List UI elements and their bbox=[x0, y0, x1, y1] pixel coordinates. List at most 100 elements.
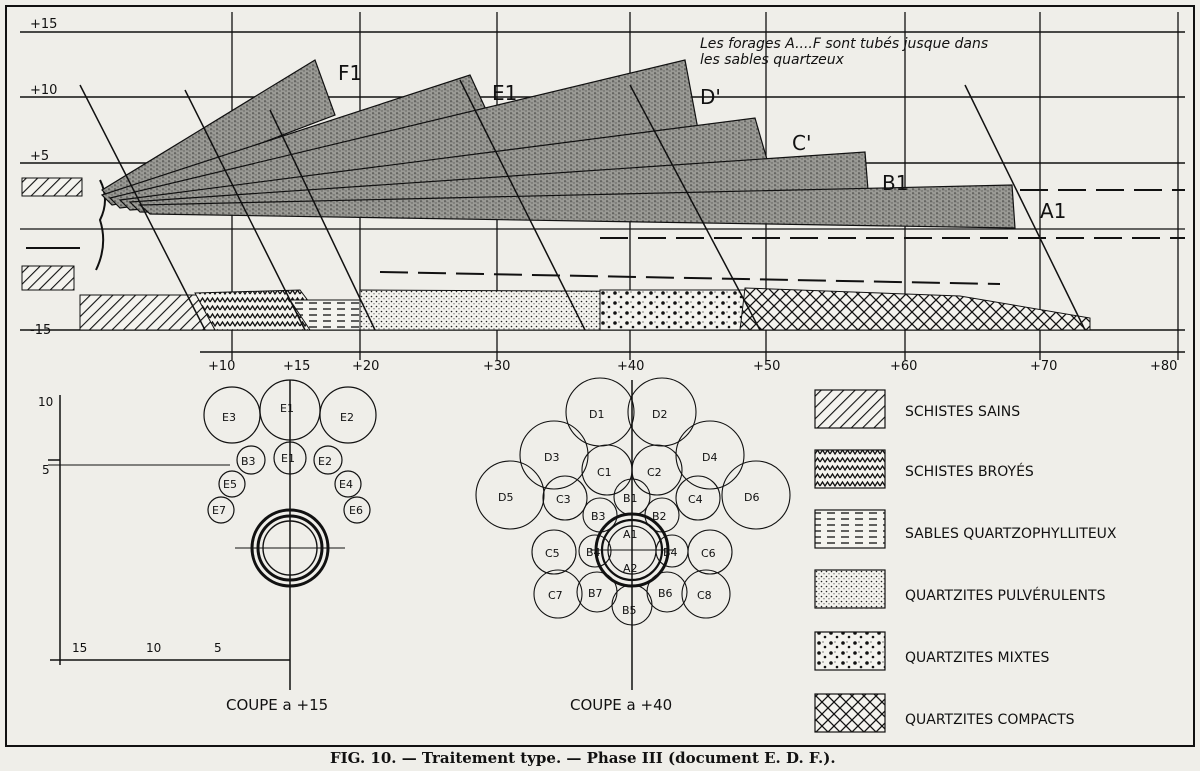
boring-lines bbox=[79, 79, 1086, 331]
figure-frame bbox=[5, 5, 1195, 747]
hole-c6 bbox=[687, 529, 733, 575]
x-tick-plus70: +70 bbox=[1030, 359, 1057, 374]
hole-label-c8: C8 bbox=[697, 589, 712, 602]
hole-d4 bbox=[675, 420, 745, 490]
section15-scale-15: 15 bbox=[72, 641, 87, 655]
section15-scale-10: 10 bbox=[38, 395, 53, 409]
y-tick-plus15: +15 bbox=[30, 17, 57, 32]
hole-label-e1: E1 bbox=[281, 452, 295, 465]
hole-label-e4: E4 bbox=[339, 478, 353, 491]
note-line-1: Les forages A....F sont tubés jusque dan… bbox=[700, 36, 988, 52]
legend-label-schistes-broyes: SCHISTES BROYÉS bbox=[905, 463, 1034, 480]
legend-swatch-schistes-broyes bbox=[814, 449, 886, 489]
hole-label-e2-top: E2 bbox=[340, 411, 354, 424]
stratum-quartzites-compacts bbox=[739, 287, 1091, 331]
injection-fan bbox=[100, 59, 1016, 229]
x-tick-plus80: +80 bbox=[1150, 359, 1177, 374]
hole-label-d3: D3 bbox=[544, 451, 559, 464]
y-tick-plus10: +10 bbox=[30, 83, 57, 98]
hole-d3 bbox=[519, 420, 589, 490]
hole-label-b3: B3 bbox=[241, 455, 256, 468]
section15-scale-5: 5 bbox=[42, 463, 50, 477]
hole-label-c2: C2 bbox=[647, 466, 662, 479]
hole-c8 bbox=[681, 569, 731, 619]
legend-swatch-schistes-sains bbox=[814, 389, 886, 429]
hole-c7 bbox=[533, 569, 583, 619]
hole-b4-left bbox=[578, 534, 612, 568]
hole-label-b7: B7 bbox=[588, 587, 603, 600]
legend-swatch-quartzites-compacts bbox=[814, 693, 886, 733]
legend-label-sables: SABLES QUARTZOPHYLLITEUX bbox=[905, 526, 1117, 542]
hole-d5 bbox=[475, 460, 545, 530]
hole-e2 bbox=[313, 445, 343, 475]
hole-e2-top bbox=[319, 386, 377, 444]
hole-label-d1: D1 bbox=[589, 408, 604, 421]
hole-label-b1: B1 bbox=[623, 492, 638, 505]
label-b1: B1 bbox=[882, 171, 908, 195]
tunnel-plus15 bbox=[235, 508, 345, 588]
hole-label-a2: A2 bbox=[623, 562, 638, 575]
x-tick-plus60: +60 bbox=[890, 359, 917, 374]
legend: SCHISTES SAINS SCHISTES BROYÉS SABLES QU… bbox=[814, 389, 1117, 733]
hole-c5 bbox=[531, 529, 577, 575]
hole-e7 bbox=[207, 496, 235, 524]
hole-label-e3: E3 bbox=[222, 411, 236, 424]
hole-label-b3: B3 bbox=[591, 510, 606, 523]
hole-label-c3: C3 bbox=[556, 493, 571, 506]
cross-section: +15 +10 +5 -15 +10 +15 +20 +30 +40 +50 +… bbox=[20, 12, 1185, 374]
legend-label-quartzites-mixtes: QUARTZITES MIXTES bbox=[905, 650, 1050, 666]
hole-label-e6: E6 bbox=[349, 504, 363, 517]
borehole-zone-a1 bbox=[138, 184, 1016, 229]
y-tick-plus5: +5 bbox=[30, 149, 49, 164]
hole-c3 bbox=[542, 475, 588, 521]
x-tick-plus30: +30 bbox=[483, 359, 510, 374]
x-tick-plus40: +40 bbox=[617, 359, 644, 374]
hole-label-c4: C4 bbox=[688, 493, 703, 506]
hole-label-c1: C1 bbox=[597, 466, 612, 479]
hole-e6 bbox=[343, 496, 371, 524]
hole-label-d6: D6 bbox=[744, 491, 759, 504]
x-tick-plus20: +20 bbox=[352, 359, 379, 374]
hole-label-b4-right: B4 bbox=[663, 546, 678, 559]
legend-swatch-quartzites-mixtes bbox=[814, 631, 886, 671]
section-plus40: D1 D2 D3 D4 C1 C2 D5 C3 B1 C4 D6 B3 B2 A… bbox=[475, 377, 791, 714]
hole-label-d4: D4 bbox=[702, 451, 717, 464]
hole-b3 bbox=[236, 445, 266, 475]
dashed-levels bbox=[379, 189, 1185, 285]
section-plus15: 10 5 15 10 5 E3 E1 E2 B3 E1 E2 bbox=[38, 379, 377, 714]
hole-label-b2: B2 bbox=[652, 510, 667, 523]
tunnel-plus40 bbox=[590, 512, 674, 588]
hole-c4 bbox=[675, 475, 721, 521]
legend-label-schistes-sains: SCHISTES SAINS bbox=[905, 404, 1020, 420]
y-tick-minus15: -15 bbox=[30, 323, 51, 338]
x-tick-plus15: +15 bbox=[283, 359, 310, 374]
label-e1: E1 bbox=[492, 81, 517, 105]
x-tick-plus10: +10 bbox=[208, 359, 235, 374]
hole-c2 bbox=[631, 444, 683, 496]
hole-label-d2: D2 bbox=[652, 408, 667, 421]
hole-label-b6: B6 bbox=[658, 587, 673, 600]
hole-d6 bbox=[721, 460, 791, 530]
hole-label-c6: C6 bbox=[701, 547, 716, 560]
hole-label-a1: A1 bbox=[623, 528, 638, 541]
legend-swatch-sables bbox=[814, 509, 886, 549]
hole-label-e1-top: E1 bbox=[280, 402, 294, 415]
hole-label-b5: B5 bbox=[622, 604, 637, 617]
section40-title: COUPE a +40 bbox=[570, 696, 672, 714]
legend-label-quartzites-compacts: QUARTZITES COMPACTS bbox=[905, 712, 1075, 728]
legend-swatch-quartzites-pulverulents bbox=[814, 569, 886, 609]
hole-label-c5: C5 bbox=[545, 547, 560, 560]
label-a1: A1 bbox=[1040, 199, 1066, 223]
note-line-2: les sables quartzeux bbox=[700, 52, 845, 68]
hole-b6 bbox=[646, 571, 688, 613]
section15-title: COUPE a +15 bbox=[226, 696, 328, 714]
hole-label-e7: E7 bbox=[212, 504, 226, 517]
label-d-prime: D' bbox=[700, 85, 721, 109]
wall-left bbox=[21, 177, 106, 291]
hole-label-b4-left: B4 bbox=[586, 546, 601, 559]
figure-caption: FIG. 10. — Traitement type. — Phase III … bbox=[330, 749, 836, 767]
hole-e1 bbox=[273, 441, 307, 475]
hole-label-d5: D5 bbox=[498, 491, 513, 504]
